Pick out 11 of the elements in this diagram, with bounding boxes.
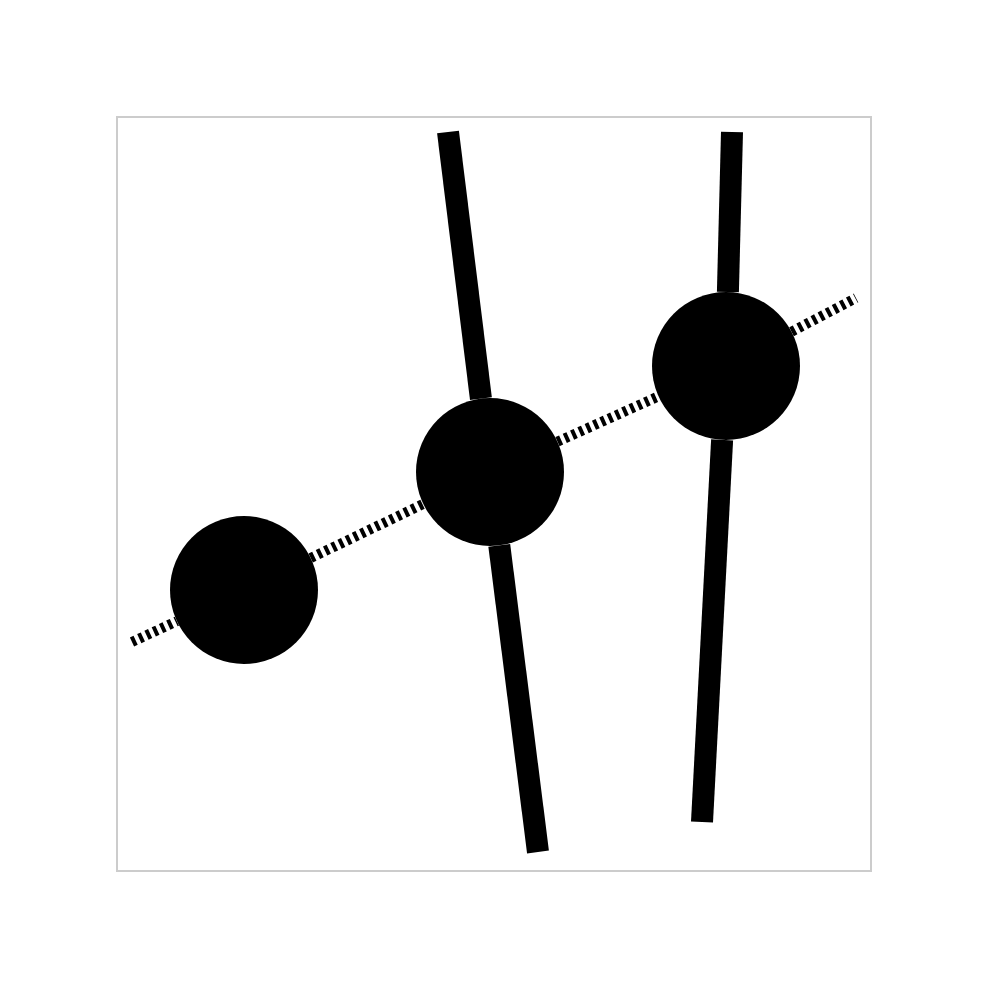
thick-line <box>716 131 743 293</box>
circle-node <box>416 398 564 546</box>
thick-line <box>437 130 492 400</box>
circle-node <box>652 292 800 440</box>
dotted-line <box>789 293 859 337</box>
circle-node <box>170 516 318 664</box>
dotted-line <box>129 616 179 647</box>
dotted-line <box>555 391 661 447</box>
thick-line <box>691 439 734 823</box>
dotted-line <box>308 499 426 563</box>
thick-line <box>488 544 549 854</box>
